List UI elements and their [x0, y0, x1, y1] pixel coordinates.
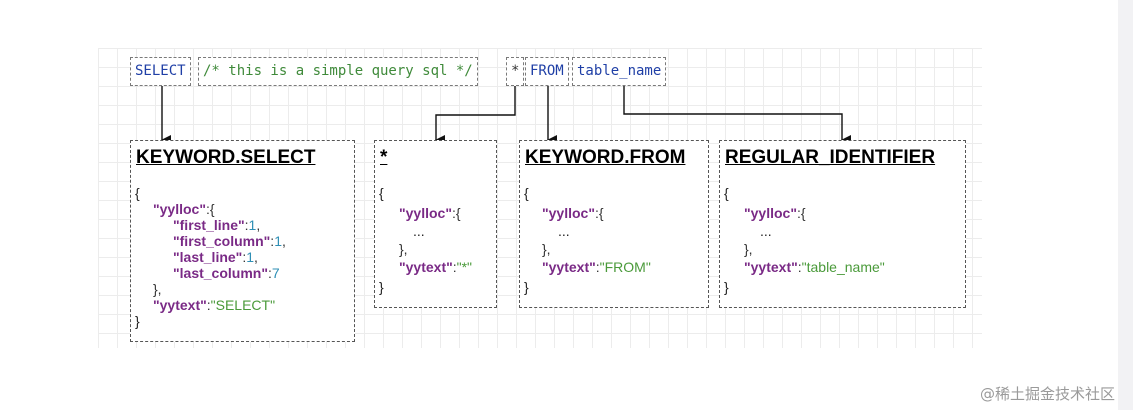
- node-keyword-select: KEYWORD.SELECT { "yylloc":{ "first_line"…: [130, 140, 355, 342]
- code-line-yylloc: "yylloc":{: [744, 205, 806, 221]
- node-regular-identifier: REGULAR_IDENTIFIER { "yylloc":{ ... }, "…: [719, 140, 966, 308]
- code-line-field: "first_line":1,: [173, 217, 261, 233]
- code-line-close: }: [524, 279, 529, 295]
- scroll-gutter: [1118, 0, 1133, 410]
- code-line-close-obj: },: [744, 241, 753, 257]
- code-line-ellipsis: ...: [413, 223, 425, 239]
- code-line-ellipsis: ...: [558, 223, 570, 239]
- token-from: FROM: [525, 57, 569, 86]
- token-select: SELECT: [130, 57, 191, 86]
- json-string: "table_name": [801, 259, 885, 275]
- code-line-open: {: [724, 185, 729, 201]
- code-line-close: }: [724, 279, 729, 295]
- code-line-open: {: [379, 185, 384, 201]
- node-keyword-from: KEYWORD.FROM { "yylloc":{ ... }, "yytext…: [519, 140, 709, 308]
- json-string: "SELECT": [210, 297, 276, 313]
- code-line-close: }: [135, 313, 140, 329]
- json-key: "yylloc": [153, 201, 206, 217]
- node-star: * { "yylloc":{ ... }, "yytext":"*" }: [374, 140, 497, 308]
- json-key: "last_line": [173, 249, 243, 265]
- node-title-select: KEYWORD.SELECT: [136, 147, 316, 168]
- token-star: *: [506, 57, 525, 86]
- code-line-open: {: [524, 185, 529, 201]
- json-number: 1: [248, 217, 257, 233]
- json-key: "yylloc": [744, 205, 797, 221]
- code-line-open: {: [135, 185, 140, 201]
- code-line-ellipsis: ...: [760, 223, 772, 239]
- node-title-identifier: REGULAR_IDENTIFIER: [725, 147, 936, 168]
- json-string: "*": [456, 259, 473, 275]
- json-key: "yytext": [744, 259, 798, 275]
- json-key: "first_column": [173, 233, 271, 249]
- code-line-yytext: "yytext":"*": [399, 259, 473, 275]
- arrow-star: [435, 86, 516, 145]
- token-table-name: table_name: [572, 57, 667, 86]
- code-line-close: }: [379, 279, 384, 295]
- node-title-star: *: [380, 147, 388, 168]
- json-key: "yytext": [542, 259, 596, 275]
- arrow-identifier: [623, 86, 851, 145]
- json-key: "first_line": [173, 217, 245, 233]
- site-watermark: @稀土掘金技术社区: [979, 385, 1115, 403]
- json-string: "FROM": [599, 259, 651, 275]
- code-line-yylloc: "yylloc":{: [399, 205, 461, 221]
- json-number: 1: [274, 233, 282, 249]
- code-line-yylloc: "yylloc":{: [153, 201, 215, 217]
- code-line-close-obj: },: [153, 281, 162, 297]
- code-line-yylloc: "yylloc":{: [542, 205, 604, 221]
- code-line-yytext: "yytext":"FROM": [542, 259, 651, 275]
- json-number: 7: [271, 265, 280, 281]
- code-line-field: "first_column":1,: [173, 233, 286, 249]
- node-title-from: KEYWORD.FROM: [525, 147, 686, 168]
- json-key: "last_column": [173, 265, 268, 281]
- code-line-yytext: "yytext":"table_name": [744, 259, 885, 275]
- json-key: "yytext": [153, 297, 207, 313]
- json-key: "yytext": [399, 259, 453, 275]
- code-line-close-obj: },: [542, 241, 551, 257]
- json-key: "yylloc": [542, 205, 595, 221]
- token-comment: /* this is a simple query sql */: [198, 57, 478, 86]
- code-line-close-obj: },: [399, 241, 408, 257]
- code-line-field: "last_column":7: [173, 265, 280, 281]
- json-key: "yylloc": [399, 205, 452, 221]
- json-number: 1: [246, 249, 254, 265]
- code-line-yytext: "yytext":"SELECT": [153, 297, 276, 313]
- code-line-field: "last_line":1,: [173, 249, 258, 265]
